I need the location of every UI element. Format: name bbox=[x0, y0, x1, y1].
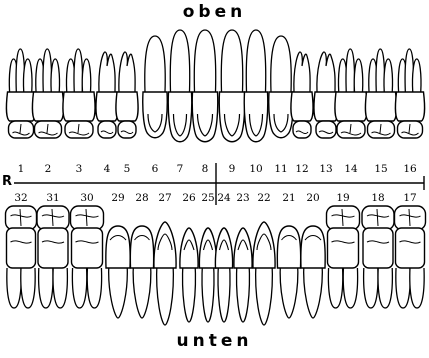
upper-tooth-9 bbox=[219, 30, 245, 142]
upper-tooth-number: 3 bbox=[76, 163, 83, 175]
upper-tooth-13 bbox=[314, 52, 338, 138]
lower-tooth-21 bbox=[277, 226, 300, 318]
lower-tooth-24 bbox=[215, 228, 232, 322]
upper-tooth-10 bbox=[244, 30, 268, 142]
upper-tooth-16 bbox=[395, 49, 424, 138]
lower-tooth-number: 18 bbox=[371, 192, 384, 204]
upper-tooth-6 bbox=[143, 36, 168, 138]
upper-tooth-number: 9 bbox=[229, 163, 236, 175]
upper-tooth-number: 14 bbox=[344, 163, 358, 175]
lower-tooth-number: 26 bbox=[182, 192, 196, 204]
lower-tooth-number: 30 bbox=[80, 192, 93, 204]
lower-tooth-18 bbox=[362, 206, 394, 308]
upper-tooth-3 bbox=[63, 49, 95, 138]
lower-tooth-32 bbox=[6, 206, 37, 308]
lower-tooth-17 bbox=[395, 206, 426, 308]
upper-tooth-number: 11 bbox=[274, 163, 287, 175]
upper-tooth-number: 8 bbox=[202, 163, 209, 175]
upper-tooth-14 bbox=[335, 49, 367, 138]
upper-tooth-12 bbox=[291, 52, 313, 138]
lower-tooth-22 bbox=[253, 222, 275, 325]
lower-tooth-number: 29 bbox=[111, 192, 124, 204]
lower-tooth-number: 32 bbox=[14, 192, 27, 204]
upper-tooth-number: 2 bbox=[45, 163, 52, 175]
upper-tooth-number: 12 bbox=[295, 163, 308, 175]
upper-tooth-2 bbox=[32, 49, 63, 138]
upper-tooth-8 bbox=[192, 30, 218, 142]
lower-tooth-19 bbox=[327, 206, 360, 308]
upper-tooth-number: 16 bbox=[403, 163, 417, 175]
lower-tooth-number: 17 bbox=[403, 192, 416, 204]
upper-tooth-number: 5 bbox=[124, 163, 131, 175]
lower-tooth-28 bbox=[130, 226, 153, 318]
lower-tooth-number: 22 bbox=[257, 192, 270, 204]
upper-tooth-4 bbox=[96, 52, 118, 138]
lower-tooth-31 bbox=[37, 206, 69, 308]
upper-tooth-number: 10 bbox=[249, 163, 262, 175]
lower-tooth-25 bbox=[199, 228, 216, 322]
upper-tooth-number: 6 bbox=[152, 163, 159, 175]
lower-tooth-number: 31 bbox=[46, 192, 59, 204]
lower-tooth-number: 21 bbox=[282, 192, 295, 204]
upper-tooth-number: 15 bbox=[374, 163, 387, 175]
lower-tooth-number: 19 bbox=[336, 192, 349, 204]
lower-tooth-29 bbox=[106, 226, 130, 318]
upper-tooth-11 bbox=[269, 36, 294, 138]
upper-tooth-number: 4 bbox=[104, 163, 111, 175]
lower-tooth-number: 25 bbox=[201, 192, 214, 204]
upper-tooth-7 bbox=[168, 30, 192, 142]
lower-tooth-26 bbox=[180, 228, 198, 322]
upper-tooth-number: 13 bbox=[319, 163, 332, 175]
upper-tooth-number: 1 bbox=[18, 163, 25, 175]
lower-tooth-number: 27 bbox=[158, 192, 171, 204]
upper-tooth-1 bbox=[6, 49, 35, 138]
upper-tooth-number: 7 bbox=[177, 163, 184, 175]
upper-tooth-5 bbox=[116, 52, 138, 138]
lower-tooth-number: 28 bbox=[135, 192, 148, 204]
lower-tooth-27 bbox=[154, 222, 176, 325]
lower-tooth-number: 20 bbox=[306, 192, 319, 204]
lower-tooth-number: 24 bbox=[217, 192, 231, 204]
upper-tooth-15 bbox=[365, 49, 396, 138]
lower-tooth-23 bbox=[234, 228, 252, 322]
lower-tooth-30 bbox=[71, 206, 104, 308]
lower-tooth-number: 23 bbox=[236, 192, 249, 204]
lower-tooth-20 bbox=[301, 226, 325, 318]
